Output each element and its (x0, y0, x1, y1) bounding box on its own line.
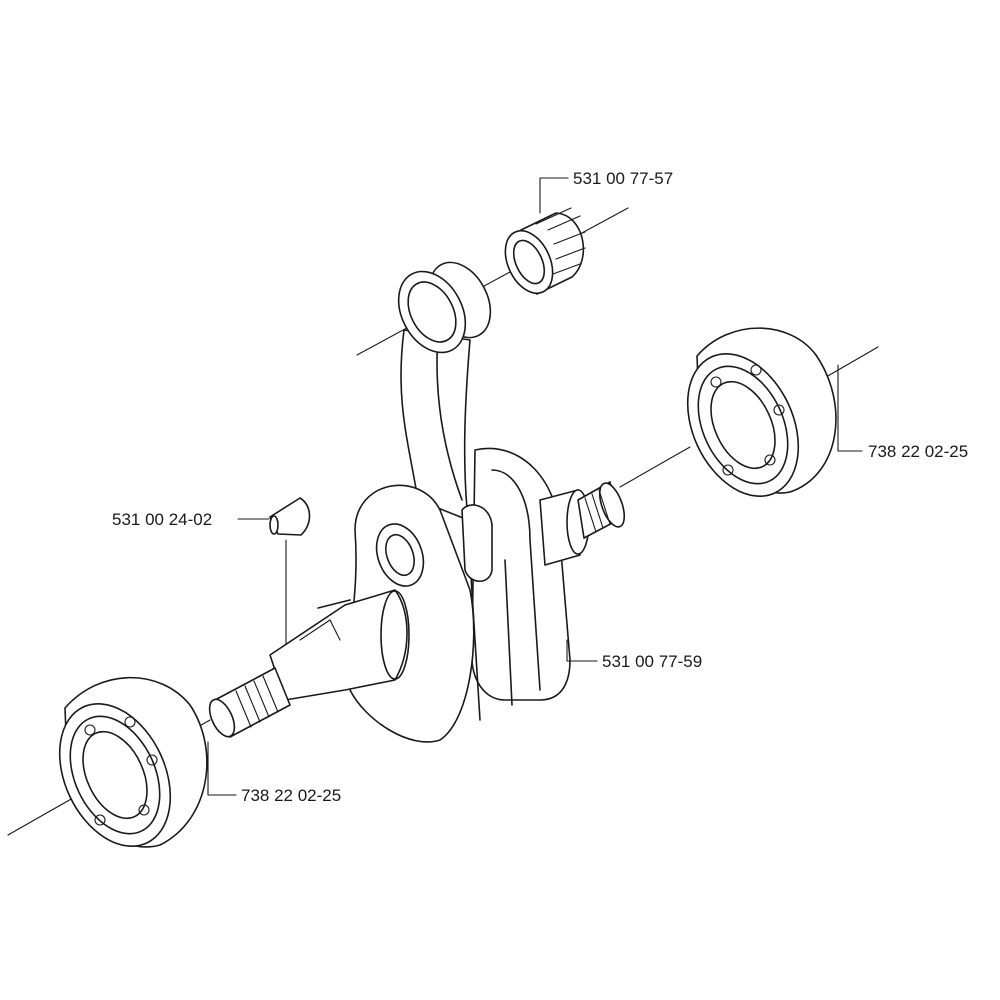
callout-leaders (207, 177, 863, 796)
woodruff-key (269, 497, 311, 536)
label-crankshaft: 531 00 77-59 (602, 652, 702, 671)
crankshaft (208, 447, 626, 743)
label-main-bearing-right: 738 22 02-25 (868, 442, 968, 461)
label-main-bearing-left: 738 22 02-25 (241, 786, 341, 805)
connecting-rod (397, 261, 492, 521)
label-needle-bearing: 531 00 77-57 (573, 169, 673, 188)
needle-bearing (504, 207, 586, 295)
main-bearing-left (58, 676, 208, 848)
label-woodruff-key: 531 00 24-02 (112, 510, 212, 529)
main-bearing-right (686, 327, 837, 497)
